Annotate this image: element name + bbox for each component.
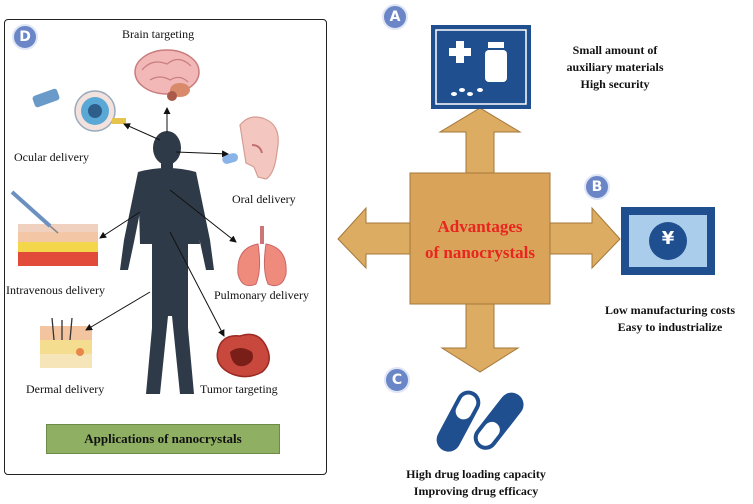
tumor-targeting-label: Tumor targeting [200, 382, 278, 396]
applications-illustration [10, 49, 287, 394]
advantages-arrows [337, 107, 621, 373]
applications-title-box: Applications of nanocrystals [46, 424, 280, 454]
intravenous-delivery-label: Intravenous delivery [6, 283, 105, 297]
oral-head-icon [222, 116, 279, 180]
capsules-icon [436, 390, 524, 452]
center-title-line2: of nanocrystals [424, 243, 536, 262]
advantage-c-text: High drug loading capacity Improving dru… [378, 466, 574, 500]
intravenous-skin-icon [10, 190, 98, 266]
advantage-c-line2: Improving drug efficacy [413, 484, 539, 498]
center-square [409, 172, 551, 305]
advantage-b-text: Low manufacturing costs Easy to industri… [590, 302, 750, 336]
center-title: Advantages of nanocrystals [410, 214, 550, 266]
advantage-a-line2: auxiliary materials [566, 60, 664, 74]
advantage-c-line1: High drug loading capacity [406, 467, 546, 481]
dermal-delivery-label: Dermal delivery [26, 382, 105, 396]
advantage-b-line1: Low manufacturing costs [604, 303, 735, 317]
ocular-delivery-label: Ocular delivery [14, 150, 89, 164]
oral-delivery-label: Oral delivery [232, 192, 296, 206]
panel-b-badge: B [584, 174, 610, 200]
tumor-icon [216, 333, 270, 378]
brain-targeting-label: Brain targeting [122, 27, 195, 41]
advantage-b-line2: Easy to industrialize [617, 320, 723, 334]
yen-symbol-icon: ¥ [661, 228, 675, 249]
advantage-a-text: Small amount of auxiliary materials High… [540, 42, 690, 93]
eye-icon [32, 88, 126, 132]
lungs-icon [237, 226, 287, 287]
center-title-line1: Advantages [437, 217, 523, 236]
brain-icon [134, 49, 200, 101]
dermal-skin-icon [40, 317, 92, 368]
pulmonary-delivery-label: Pulmonary delivery [214, 288, 309, 302]
advantage-a-line1: Small amount of [572, 43, 658, 57]
banknote-icon [621, 207, 715, 275]
panel-c-badge: C [384, 367, 410, 393]
medicine-board-icon [431, 25, 531, 109]
advantage-a-line3: High security [580, 77, 650, 91]
panel-a-badge: A [382, 4, 408, 30]
delivery-arrows [85, 107, 237, 337]
human-body-silhouette [120, 131, 214, 394]
panel-d-badge: D [12, 24, 38, 50]
